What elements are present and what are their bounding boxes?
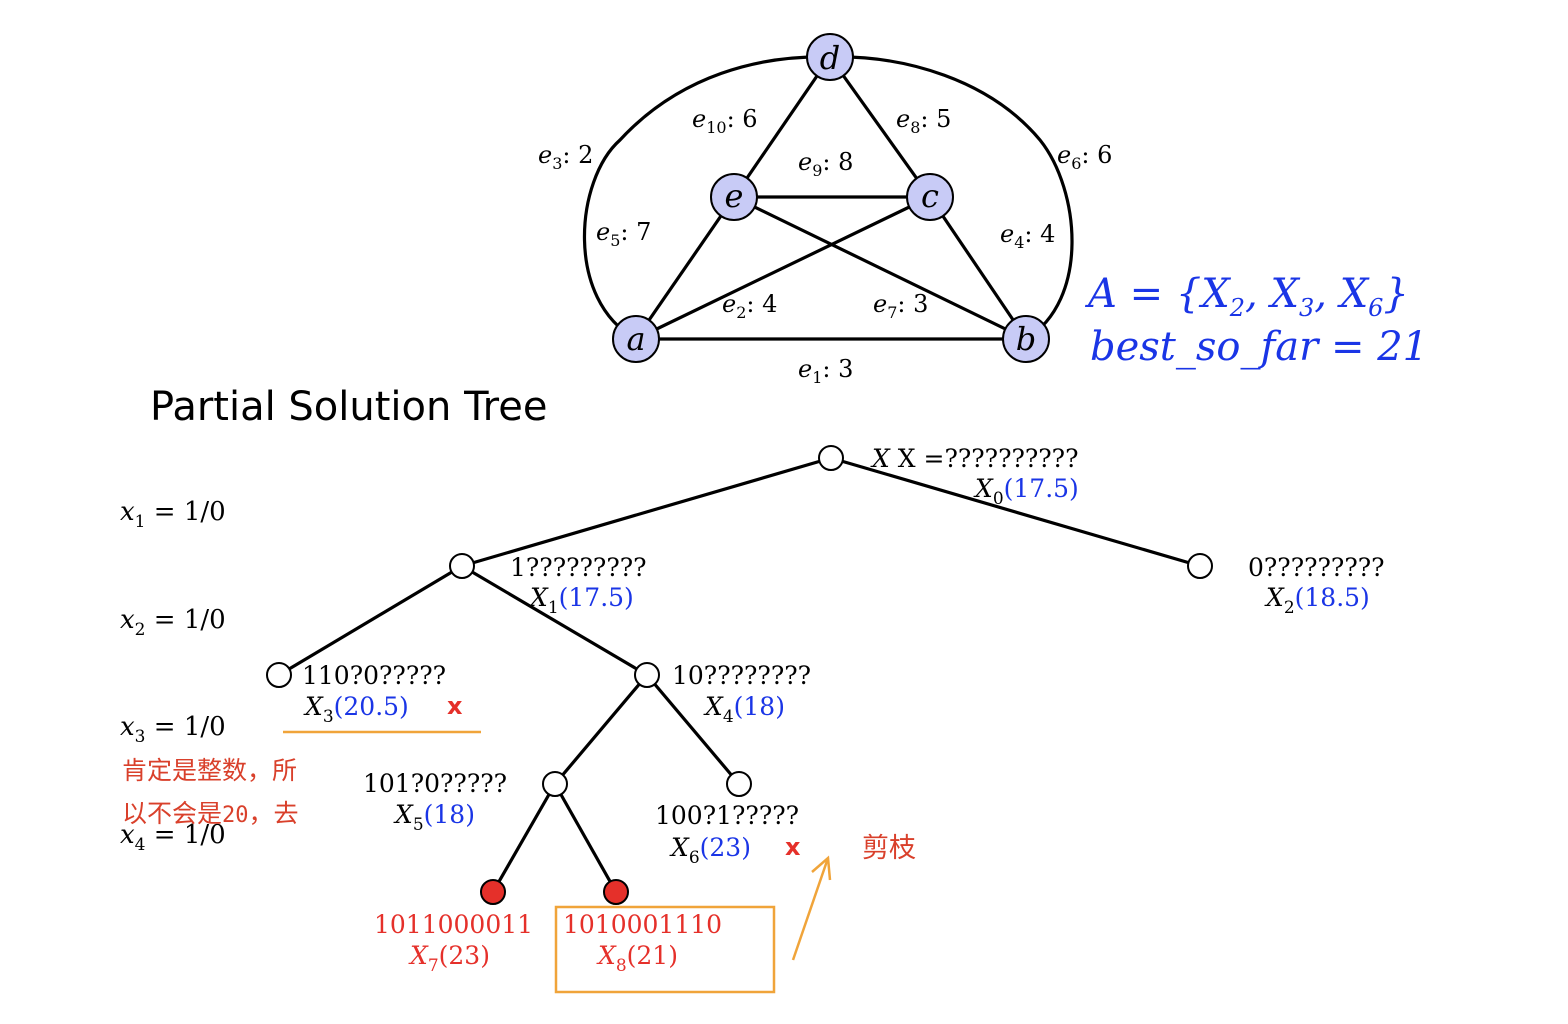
level-label-x3: x3 = 1/0 [120, 712, 226, 747]
prune-arrow [791, 857, 830, 961]
pattern-x8: 1010001110 [563, 910, 722, 939]
tree-node-x1 [449, 553, 475, 579]
graph-node-c: c [906, 173, 954, 221]
edge-e10 [732, 56, 832, 198]
pattern-x6: 100?1????? [655, 801, 799, 830]
pattern-x5: 101?0????? [363, 769, 507, 798]
tree-title: Partial Solution Tree [150, 384, 547, 430]
node-label-c: c [921, 177, 939, 215]
tree-edge-x5-x8 [553, 783, 618, 893]
edge-label-e8: e8: 5 [896, 105, 951, 137]
tree-node-x4 [634, 662, 660, 688]
solution-set: A = {X2, X3, X6} best_so_far = 21 [1084, 271, 1428, 370]
edge-e8 [828, 56, 932, 198]
edge-label-e10: e10: 6 [692, 105, 758, 137]
pattern-x0: X X =?????????? [870, 444, 1079, 473]
tree-edge-x5-x7 [491, 783, 557, 893]
edge-label-e4: e4: 4 [1000, 220, 1055, 252]
tree-edge-x0-x1 [461, 456, 832, 568]
node-caption-x1: X1(17.5) [528, 583, 634, 618]
node-caption-x4: X4(18) [703, 692, 785, 727]
edge-label-e5: e5: 7 [596, 218, 651, 250]
node-label-d: d [820, 39, 840, 77]
prune-arrow-head-icon [811, 855, 832, 881]
node-caption-x6: X6(23) [669, 833, 751, 868]
edge-e7 [733, 195, 1027, 341]
tree-edges [278, 456, 1201, 893]
tree-edge-x0-x2 [830, 456, 1201, 568]
pruned-mark-x6: x [785, 833, 801, 861]
tree-edge-x1-x4 [461, 564, 648, 677]
pattern-x0-text: X =?????????? [898, 444, 1079, 473]
level-label-x2: x2 = 1/0 [120, 605, 226, 640]
edge-label-e2: e2: 4 [722, 290, 777, 322]
node-label-e: e [725, 177, 744, 215]
tree-node-x5 [542, 771, 568, 797]
node-caption-x0: X0(17.5) [973, 474, 1079, 509]
node-caption-x2: X2(18.5) [1264, 583, 1370, 618]
tree-node-x2 [1187, 553, 1213, 579]
edge-e4 [928, 196, 1028, 340]
tree-leaf-x7 [480, 879, 506, 905]
tree-edge-x1-x3 [278, 564, 463, 677]
pattern-x2: 0????????? [1248, 553, 1385, 582]
best-so-far: best_so_far = 21 [1090, 324, 1428, 370]
node-caption-x5: X5(18) [393, 800, 475, 835]
pattern-x3: 110?0????? [302, 661, 446, 690]
node-caption-x8: X8(21) [596, 941, 678, 976]
graph: a b c d e e1: 3 e2: 4 e3: 2 e4: 4 e5: 7 … [538, 33, 1112, 387]
node-label-a: a [626, 320, 645, 358]
graph-node-e: e [710, 173, 758, 221]
tree-node-x0 [818, 445, 844, 471]
level-label-x1: x1 = 1/0 [120, 497, 226, 532]
edge-label-e9: e9: 8 [798, 148, 853, 180]
edge-label-e7: e7: 3 [873, 290, 928, 322]
tree-node-x6 [726, 771, 752, 797]
edge-e2 [635, 195, 931, 341]
level-labels: x1 = 1/0 x2 = 1/0 x3 = 1/0 x4 = 1/0 [120, 497, 226, 855]
node-label-b: b [1016, 320, 1036, 358]
tree-node-x3 [266, 662, 292, 688]
tree-edge-x4-x5 [553, 673, 649, 786]
solution-set-formula: A = {X2, X3, X6} [1084, 271, 1409, 322]
level-label-x4: x4 = 1/0 [120, 820, 226, 855]
tree-nodes [266, 445, 1213, 905]
best-solution-box [554, 905, 776, 994]
edge-e5 [634, 196, 736, 340]
graph-node-d: d [806, 33, 854, 81]
graph-node-b: b [1002, 315, 1050, 363]
annotations: 肯定是整数，所 以不会是20，去 剪枝 [122, 756, 916, 961]
edge-label-e1: e1: 3 [798, 355, 853, 387]
prune-label: 剪枝 [862, 833, 916, 864]
graph-node-a: a [612, 315, 660, 363]
edge-label-e6: e6: 6 [1057, 141, 1112, 173]
integer-note-line2: 以不会是20，去 [122, 799, 299, 828]
node-caption-x3: X3(20.5) [303, 692, 409, 727]
pattern-x7: 1011000011 [374, 910, 533, 939]
pattern-x1: 1????????? [510, 553, 647, 582]
pattern-x4: 10???????? [672, 661, 811, 690]
edge-label-e3: e3: 2 [538, 141, 593, 173]
tree-edge-x4-x6 [645, 673, 741, 786]
node-caption-x7: X7(23) [408, 941, 490, 976]
tree-leaf-x8 [603, 879, 629, 905]
edge-e3 [582, 55, 831, 341]
edge-e6 [829, 55, 1074, 341]
integer-note-line1: 肯定是整数，所 [122, 756, 297, 785]
pruned-mark-x3: x [447, 692, 463, 720]
